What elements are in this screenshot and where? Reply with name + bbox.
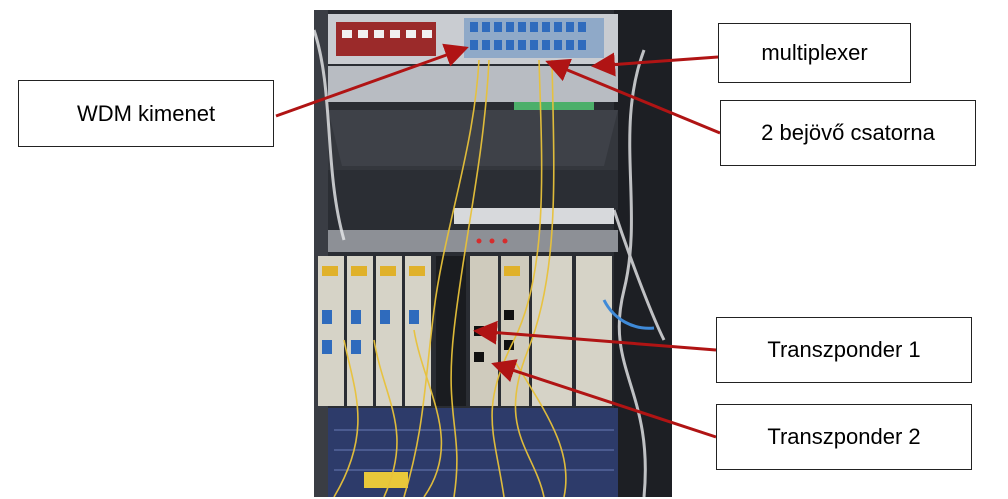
label-transponder-1-text: Transzponder 1 (767, 337, 921, 362)
rack-illustration (314, 10, 672, 497)
label-incoming-channels: 2 bejövő csatorna (720, 100, 976, 166)
label-transponder-2-text: Transzponder 2 (767, 424, 921, 449)
label-wdm-output: WDM kimenet (18, 80, 274, 147)
label-transponder-1: Transzponder 1 (716, 317, 972, 383)
label-multiplexer-text: multiplexer (761, 40, 868, 65)
label-multiplexer: multiplexer (718, 23, 911, 83)
label-wdm-output-text: WDM kimenet (76, 100, 216, 126)
rack-photo (314, 10, 672, 497)
label-incoming-channels-text: 2 bejövő csatorna (761, 120, 935, 145)
label-transponder-2: Transzponder 2 (716, 404, 972, 470)
